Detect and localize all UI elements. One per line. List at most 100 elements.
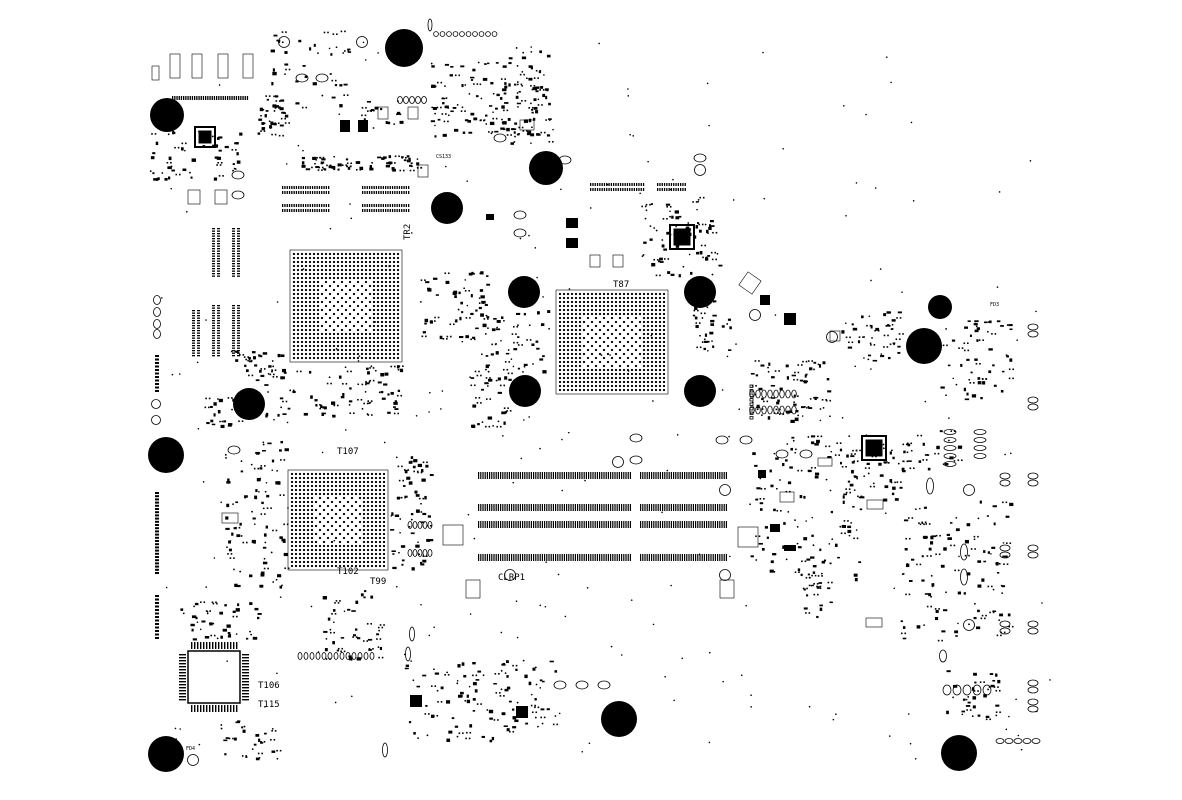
smd-pad bbox=[490, 81, 494, 85]
smd-pad bbox=[301, 164, 306, 168]
connector-pin bbox=[224, 96, 227, 100]
smd-pad bbox=[537, 77, 539, 79]
connector-pin bbox=[222, 96, 224, 100]
via bbox=[311, 166, 313, 169]
smd-pad bbox=[232, 610, 236, 614]
smd-pad bbox=[479, 289, 484, 292]
bga-ball bbox=[320, 352, 324, 356]
bga-ball bbox=[358, 488, 362, 492]
strip-pin bbox=[603, 183, 606, 186]
smd-pad bbox=[851, 341, 854, 344]
via bbox=[510, 358, 513, 360]
smd-pad bbox=[797, 364, 800, 366]
bga-ball bbox=[662, 296, 666, 300]
via bbox=[270, 551, 273, 554]
qfp-pin bbox=[179, 690, 186, 692]
smd-pad bbox=[773, 570, 776, 573]
dimm-pin bbox=[629, 504, 631, 511]
dimm-pin bbox=[515, 521, 517, 528]
bga-ball bbox=[658, 312, 662, 316]
via bbox=[350, 658, 353, 661]
smd-pad bbox=[508, 57, 513, 60]
bga-ball bbox=[358, 552, 362, 556]
smd-pad bbox=[475, 95, 479, 98]
bga-ball bbox=[328, 324, 332, 328]
bga-ball bbox=[300, 292, 304, 296]
bga-ball bbox=[380, 332, 384, 336]
strip-pin bbox=[237, 342, 240, 344]
bga-ball bbox=[566, 344, 570, 348]
strip-pin bbox=[212, 325, 215, 327]
dimm-pin bbox=[504, 554, 506, 561]
smd-pad bbox=[838, 454, 840, 456]
bga-ball bbox=[590, 304, 594, 308]
smd-pad bbox=[467, 120, 472, 123]
bga-ball bbox=[292, 356, 296, 360]
smd-pad bbox=[886, 324, 890, 327]
dimm-pin bbox=[642, 554, 644, 561]
bga-ball bbox=[298, 524, 302, 528]
smd-pad bbox=[710, 225, 715, 227]
smd-pad bbox=[402, 479, 404, 482]
smd-pad bbox=[878, 462, 882, 466]
bga-ball bbox=[294, 472, 298, 476]
strip-pin bbox=[325, 204, 327, 207]
bga-ball bbox=[352, 276, 356, 280]
bga-ball bbox=[314, 500, 318, 504]
bga-ball bbox=[586, 332, 590, 336]
smd-pad bbox=[818, 582, 823, 584]
strip-pin bbox=[622, 188, 624, 191]
bga-ball bbox=[374, 504, 378, 508]
bga-ball bbox=[302, 556, 306, 560]
smd-pad bbox=[892, 456, 895, 460]
smd-pad bbox=[212, 622, 215, 625]
strip-pin bbox=[391, 191, 394, 194]
smd-pad bbox=[446, 738, 451, 742]
via bbox=[793, 401, 796, 404]
bga-ball bbox=[574, 356, 578, 360]
via bbox=[251, 748, 254, 751]
via bbox=[378, 391, 381, 394]
smd-pad bbox=[485, 398, 488, 400]
bga-ball bbox=[614, 304, 618, 308]
smd-pad bbox=[383, 624, 385, 626]
bga-ball bbox=[662, 368, 666, 372]
bga-ball bbox=[650, 388, 654, 392]
smd-pad bbox=[712, 345, 715, 348]
via bbox=[670, 584, 672, 587]
smd-pad bbox=[701, 223, 704, 226]
strip-pin bbox=[232, 258, 235, 260]
smd-pad bbox=[178, 173, 181, 176]
dimm-pin bbox=[585, 554, 587, 561]
smd-pad bbox=[250, 359, 253, 362]
dimm-pin bbox=[614, 472, 616, 479]
smd-pad bbox=[235, 350, 239, 353]
bga-ball bbox=[642, 384, 646, 388]
smd-pad bbox=[928, 593, 932, 597]
bga-ball bbox=[594, 316, 598, 320]
bga-ball bbox=[598, 292, 602, 296]
smd-pad bbox=[421, 469, 424, 473]
bga-ball bbox=[298, 548, 302, 552]
smd-pad bbox=[323, 630, 328, 633]
smd-pad bbox=[326, 164, 328, 167]
bga-ball bbox=[354, 540, 358, 544]
smd-pad bbox=[500, 316, 504, 319]
strip-pin bbox=[212, 342, 215, 344]
bga-ball bbox=[646, 304, 650, 308]
smd-pad bbox=[401, 559, 405, 562]
bga-ball bbox=[392, 340, 396, 344]
dimm-pin bbox=[651, 521, 653, 528]
via bbox=[530, 50, 533, 53]
via bbox=[226, 660, 228, 662]
smd-pad bbox=[845, 336, 848, 339]
smd-pad bbox=[841, 330, 845, 334]
qfp-pin bbox=[179, 684, 186, 686]
strip-pin bbox=[389, 191, 391, 194]
bga-ball bbox=[662, 340, 666, 344]
bga-ball bbox=[626, 292, 630, 296]
bga-ball bbox=[360, 260, 364, 264]
bga-ball bbox=[370, 508, 374, 512]
strip-pin bbox=[599, 183, 601, 186]
smd-pad bbox=[707, 340, 710, 343]
